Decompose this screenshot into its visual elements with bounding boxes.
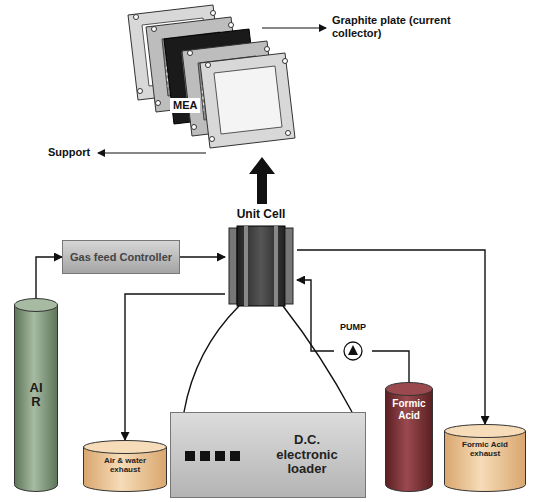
exhaust-tank: Formic Acid exhaust [444, 424, 526, 492]
node-label: Formic Acid [390, 398, 428, 421]
pump: PUMP [334, 322, 372, 362]
node-label: Gas feed Controller [70, 251, 172, 264]
pipe-line [180, 256, 225, 257]
node-label: Formic Acid exhaust [449, 440, 521, 458]
unit-cell-body [229, 226, 293, 306]
node-label: AIR [30, 381, 43, 410]
pipe-line [36, 257, 62, 298]
unit-cell: Unit Cell [225, 208, 297, 306]
node-label: D.C. electronic loader [263, 433, 351, 478]
pipe-line [372, 351, 409, 382]
wire [184, 306, 239, 412]
part-label: Graphite plate (current collector) [332, 14, 482, 40]
electronic-loader: D.C. electronic loader [170, 412, 366, 498]
leader-line [98, 152, 206, 153]
node-label: Air & water exhaust [88, 456, 162, 474]
part-label: Support [48, 146, 90, 159]
wire [283, 306, 352, 412]
exhaust-tank: Air & water exhaust [83, 440, 167, 492]
big-arrow [249, 157, 275, 204]
plate-stack [128, 5, 295, 148]
fuel-tank: Formic Acid [385, 382, 433, 492]
air-cylinder: AIR [14, 298, 58, 492]
leader-line [262, 27, 326, 28]
part-label: MEA [170, 98, 200, 113]
node-label: Unit Cell [237, 208, 286, 222]
pipe-line [297, 280, 334, 351]
controller-box: Gas feed Controller [62, 240, 180, 274]
node-label: PUMP [340, 322, 366, 332]
support-plate [200, 53, 295, 148]
